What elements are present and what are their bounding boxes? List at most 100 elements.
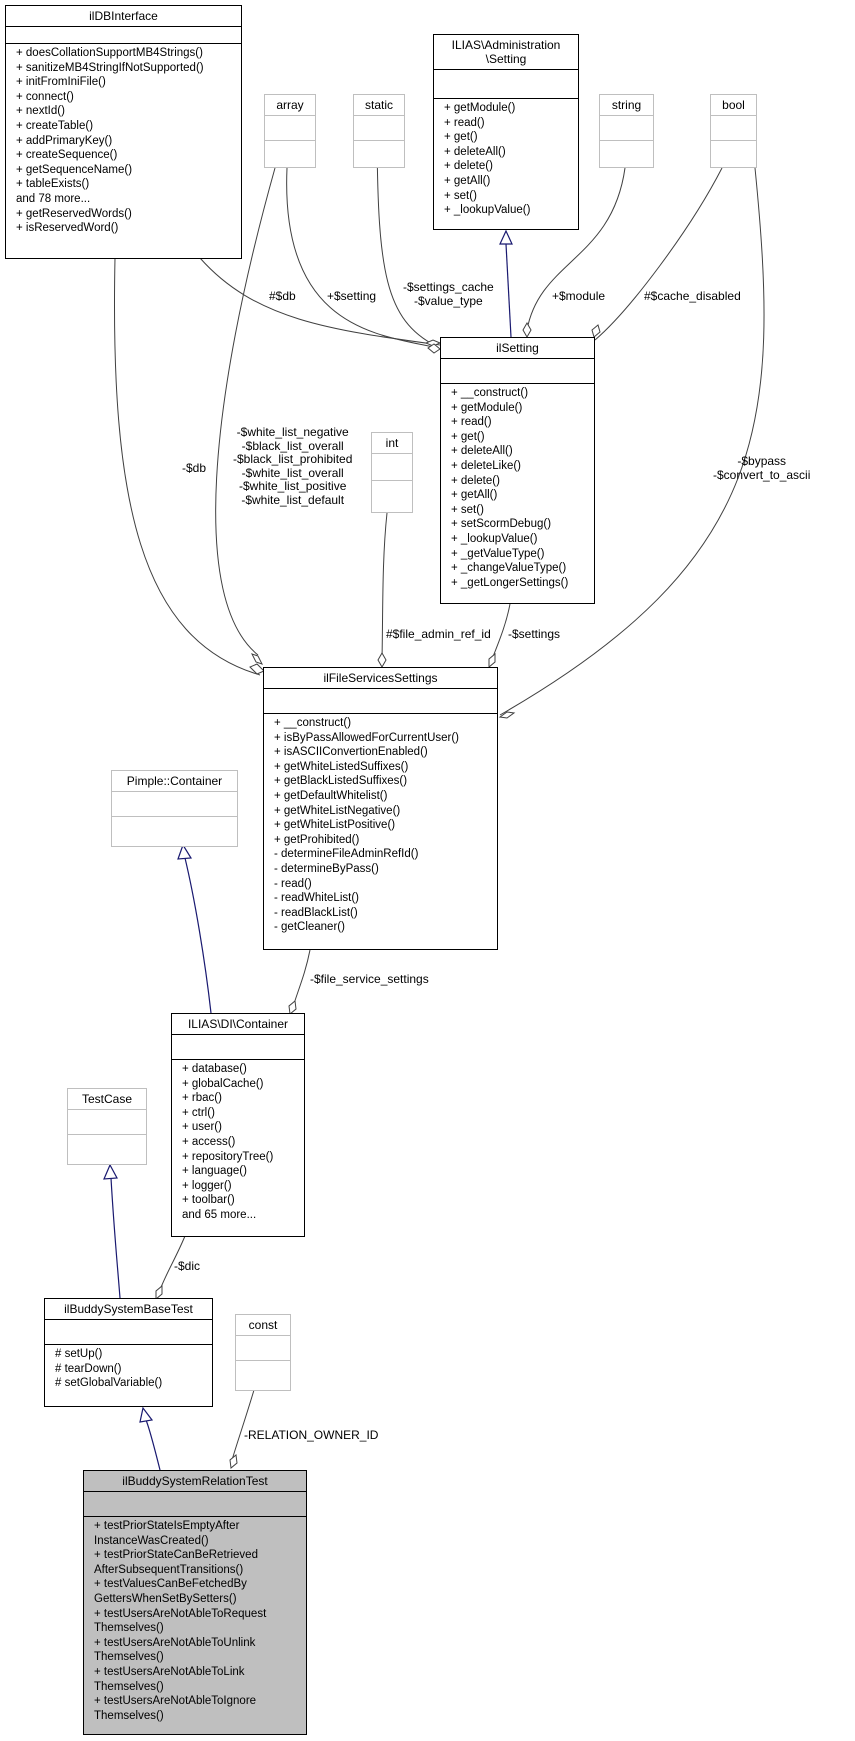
type-static[interactable]: static <box>353 94 405 168</box>
class-title: Pimple::Container <box>126 774 223 788</box>
class-ilfileservicessettings[interactable]: ilFileServicesSettings + __construct()+ … <box>263 667 498 950</box>
class-ilbuddysystemrelationtest[interactable]: ilBuddySystemRelationTest + testPriorSta… <box>83 1470 307 1735</box>
diamond-ilsetting-cache <box>591 324 601 338</box>
class-member: + connect() <box>16 90 74 103</box>
class-testcase[interactable]: TestCase <box>67 1088 147 1165</box>
class-administration-setting[interactable]: ILIAS\Administration \Setting + getModul… <box>433 34 579 230</box>
class-member: + user() <box>182 1121 222 1134</box>
class-member: + delete() <box>444 160 493 173</box>
class-ilbuddysystembasetest[interactable]: ilBuddySystemBaseTest # setUp()# tearDow… <box>44 1298 213 1407</box>
type-title: string <box>611 98 642 112</box>
class-member: + testUsersAreNotAbleToUnlink <box>94 1636 256 1649</box>
edge-int-to-fss <box>381 512 388 661</box>
attributes-section <box>6 26 241 43</box>
class-member: + read() <box>444 116 485 129</box>
type-array[interactable]: array <box>264 94 316 168</box>
class-member: + _getValueType() <box>451 547 545 560</box>
class-pimple-container[interactable]: Pimple::Container <box>111 770 238 847</box>
attributes-section <box>172 1034 304 1059</box>
label-line: -$settings_cache <box>403 280 494 294</box>
class-title: ilBuddySystemRelationTest <box>122 1474 268 1488</box>
class-member: + access() <box>182 1135 236 1148</box>
edge-basetest-extends-testcase <box>110 1177 121 1299</box>
edge-label-bypass: -$bypass -$convert_to_ascii <box>713 454 810 482</box>
label-line: -$white_list_positive <box>239 479 347 493</box>
type-title: const <box>248 1318 278 1332</box>
class-member: - readBlackList() <box>274 906 358 919</box>
class-member: + getAll() <box>451 489 498 502</box>
class-title: ilFileServicesSettings <box>323 671 438 685</box>
class-di-container[interactable]: ILIAS\DI\Container + database()+ globalC… <box>171 1013 305 1237</box>
class-member: # setGlobalVariable() <box>55 1377 163 1390</box>
methods-section: + __construct()+ getModule()+ read()+ ge… <box>441 383 594 592</box>
class-title-line-1: ILIAS\Administration <box>451 38 561 52</box>
class-member: + deleteAll() <box>444 145 506 158</box>
class-member: + testPriorStateCanBeRetrieved <box>94 1549 258 1562</box>
type-const[interactable]: const <box>235 1314 291 1391</box>
class-title: ILIAS\Administration \Setting <box>434 35 578 69</box>
class-member: + testUsersAreNotAbleToIgnore <box>94 1695 257 1708</box>
class-member: - determineByPass() <box>274 862 379 875</box>
attributes-section <box>236 1335 290 1360</box>
class-member: + _getLongerSettings() <box>451 576 569 589</box>
class-member: + deleteLike() <box>451 459 521 472</box>
class-member: Themselves() <box>94 1651 164 1664</box>
class-title: ilBuddySystemBaseTest <box>64 1302 193 1316</box>
class-member: + getModule() <box>451 401 523 414</box>
class-member: + nextId() <box>16 105 65 118</box>
type-string[interactable]: string <box>599 94 654 168</box>
class-ildbinterface[interactable]: ilDBInterface + doesCollationSupportMB4S… <box>5 5 242 259</box>
class-member: + ctrl() <box>182 1106 215 1119</box>
edge-bool-to-fss <box>499 167 765 716</box>
type-int[interactable]: int <box>371 432 413 513</box>
class-ilsetting[interactable]: ilSetting + __construct()+ getModule()+ … <box>440 337 595 604</box>
class-member: + getWhiteListNegative() <box>274 804 401 817</box>
class-member: and 78 more... <box>16 192 91 205</box>
edge-label-dic: -$dic <box>174 1259 201 1273</box>
label-line: -$value_type <box>414 293 483 308</box>
class-member: - read() <box>274 877 312 890</box>
diamond-fss-int <box>377 651 387 669</box>
class-member: + testUsersAreNotAbleToRequest <box>94 1607 267 1620</box>
edge-const-to-relationtest <box>231 1389 255 1461</box>
inherit-arrow-adminsetting <box>499 229 513 245</box>
attributes-section <box>711 115 756 140</box>
attributes-section <box>68 1109 146 1134</box>
diamond-fss-db <box>249 663 265 675</box>
label-line: -$white_list_overall <box>241 465 344 480</box>
class-member: + read() <box>451 416 492 429</box>
class-member: and 65 more... <box>182 1208 257 1221</box>
class-title-line-2: \Setting <box>485 52 527 66</box>
attributes-section <box>372 453 412 480</box>
class-member: + rbac() <box>182 1092 222 1105</box>
class-member: + globalCache() <box>182 1077 264 1090</box>
class-member: Themselves() <box>94 1680 164 1693</box>
class-member: + repositoryTree() <box>182 1150 274 1163</box>
edge-label-cache-disabled: #$cache_disabled <box>644 289 741 303</box>
methods-section <box>68 1134 146 1159</box>
class-member: + setScormDebug() <box>451 518 552 531</box>
edge-dicontainer-extends-pimple <box>184 857 212 1014</box>
edge-label-settings: -$settings <box>508 627 561 641</box>
class-member: + database() <box>182 1063 247 1075</box>
class-member: + getModule() <box>444 102 516 114</box>
edge-label-file-service-settings: -$file_service_settings <box>310 972 429 986</box>
class-member: + deleteAll() <box>451 445 513 458</box>
class-member: + getBlackListedSuffixes() <box>274 775 408 788</box>
diamond-basetest <box>155 1284 163 1301</box>
class-member: + set() <box>444 189 477 202</box>
class-member: + isASCIIConvertionEnabled() <box>274 746 428 759</box>
methods-section: + __construct()+ isByPassAllowedForCurre… <box>264 713 497 937</box>
diamond-relationtest <box>229 1454 238 1469</box>
type-bool[interactable]: bool <box>710 94 757 168</box>
class-member: + createSequence() <box>16 149 118 162</box>
label-line: -$black_list_overall <box>241 438 344 453</box>
class-member: + testUsersAreNotAbleToLink <box>94 1665 245 1678</box>
inherit-arrow-basetest <box>139 1406 154 1423</box>
edge-array-to-fss <box>215 167 276 656</box>
diamond-ilsetting-module <box>522 321 532 339</box>
diamond-ilsetting-left2 <box>427 343 441 354</box>
